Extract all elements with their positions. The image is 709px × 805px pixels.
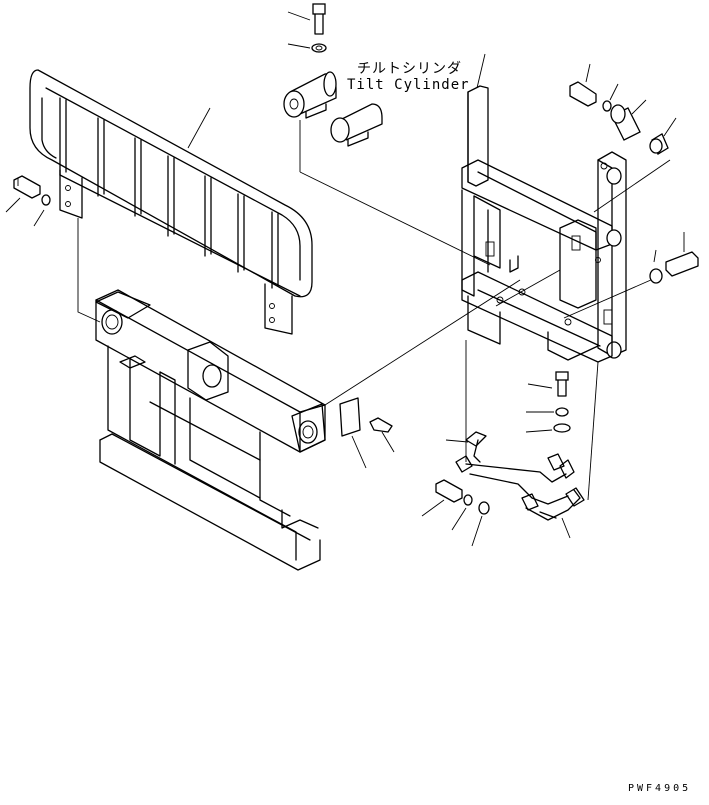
hose-mount-washer-1 [463, 494, 473, 506]
mast-lower-line [495, 269, 561, 307]
small-bolt [369, 417, 393, 433]
top-washer [311, 43, 327, 53]
frame-attach-line [324, 279, 521, 406]
pin-washer [602, 100, 612, 112]
hose-leader-b [561, 517, 571, 539]
hose-pipe-assembly [455, 431, 585, 521]
pin-leader [631, 99, 647, 115]
cover-plate [339, 397, 361, 437]
drawing-code: PWF4905 [628, 783, 692, 794]
hose-washer-2 [553, 423, 571, 433]
pin [610, 104, 641, 141]
mast [461, 53, 627, 363]
tilt-cylinder-2 [330, 103, 383, 147]
cyl-drop-line-b [299, 171, 491, 266]
pin-washer-leader [609, 83, 619, 101]
mast-upper-line [593, 159, 671, 213]
tilt-cylinder-label-en: Tilt Cylinder [347, 77, 470, 93]
pin-bolt-leader [585, 63, 591, 83]
small-bolt-leader [381, 431, 395, 453]
hose-mount-washer-1-leader [451, 507, 467, 531]
hose-bolt [555, 371, 569, 397]
carriage-frame [95, 289, 326, 571]
hose-washer-1 [555, 407, 569, 417]
tilt-cylinder-1 [283, 71, 337, 119]
mast-right-drop [587, 361, 599, 501]
bushing [649, 133, 669, 155]
hose-mount-bolt-leader [421, 499, 445, 517]
top-bolt [312, 3, 326, 35]
tilt-cylinder-label-jp: チルトシリンダ [357, 61, 462, 77]
left-bolt [13, 175, 41, 199]
bushing-leader [663, 117, 677, 137]
hose-bolt-leader [527, 383, 553, 389]
guard-rail [29, 69, 313, 335]
top-bolt-leader [287, 11, 311, 21]
hose-leader-a [445, 439, 469, 443]
top-washer-leader [287, 43, 311, 49]
hose-washer-2-leader [525, 429, 553, 433]
side-nut-leader [653, 249, 657, 263]
hose-mount-bolt [435, 479, 463, 503]
mast-mid-line [563, 275, 661, 319]
guard-attach-line [77, 218, 101, 323]
mast-leader [476, 53, 486, 89]
hose-mount-washer-2-leader [471, 515, 483, 547]
side-bolt [665, 251, 699, 277]
pin-bolt [569, 81, 597, 107]
left-bolt-leader [5, 197, 21, 213]
left-washer-leader [33, 209, 45, 227]
guard-leader [187, 107, 211, 149]
left-washer [41, 194, 51, 206]
plate-leader [351, 435, 367, 469]
side-nut [649, 268, 663, 284]
hose-mount-washer-2 [478, 501, 490, 515]
